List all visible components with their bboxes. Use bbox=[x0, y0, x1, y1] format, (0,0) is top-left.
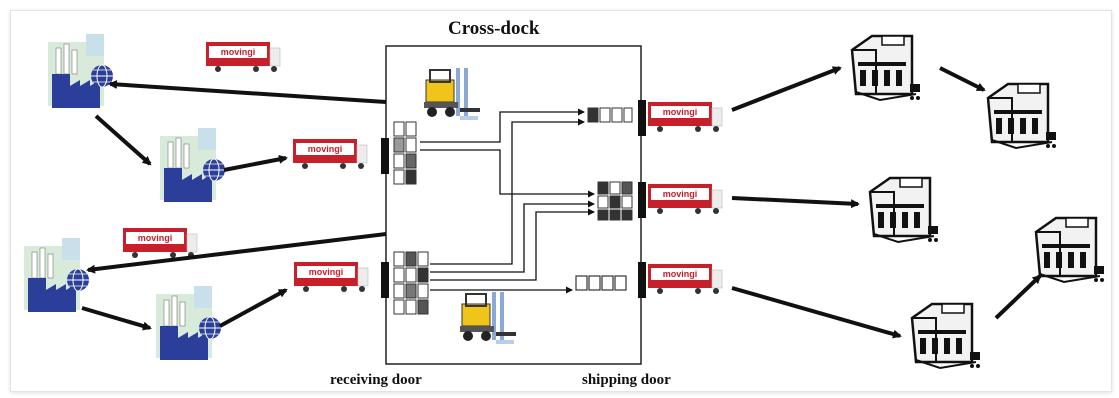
shipping-door-3 bbox=[638, 262, 646, 298]
truck-label: movingi bbox=[221, 47, 256, 57]
truck-label: movingi bbox=[138, 233, 173, 243]
receiving-door-bottom bbox=[381, 262, 389, 298]
store-icon-1 bbox=[852, 36, 920, 100]
shipping-door-1 bbox=[638, 100, 646, 136]
shipping-door-2 bbox=[638, 182, 646, 218]
truck-label: movingi bbox=[309, 267, 344, 277]
truck-label: movingi bbox=[308, 144, 343, 154]
factory-icon-2 bbox=[160, 128, 225, 202]
store-icon-2 bbox=[988, 84, 1056, 148]
shipping-door-label: shipping door bbox=[582, 372, 671, 389]
factory-icon-4 bbox=[156, 286, 221, 360]
truck-label: movingi bbox=[663, 269, 698, 279]
truck-label: movingi bbox=[663, 189, 698, 199]
factory-icon-3 bbox=[24, 238, 89, 312]
outbound-pallets-1 bbox=[588, 108, 632, 122]
truck-label: movingi bbox=[663, 107, 698, 117]
factory-icon-1 bbox=[48, 34, 113, 108]
diagram-title: Cross-dock bbox=[448, 18, 540, 40]
receiving-door-top bbox=[381, 138, 389, 174]
receiving-door-label: receiving door bbox=[330, 372, 422, 389]
outbound-pallets-2 bbox=[598, 182, 632, 220]
store-icon-4 bbox=[1036, 218, 1104, 282]
store-icon-5 bbox=[912, 304, 980, 368]
store-icon-3 bbox=[870, 178, 938, 242]
